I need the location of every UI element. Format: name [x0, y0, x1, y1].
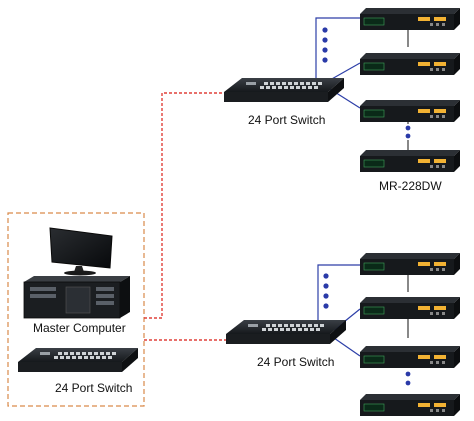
link-top-switch-to-controllers	[315, 17, 360, 80]
server-icon	[23, 276, 130, 319]
controller-icon	[359, 393, 461, 417]
link-bottom-switch-to-controllers	[317, 264, 360, 330]
ellipsis-dots-bottom-chain	[405, 371, 411, 386]
top-switch-label: 24 Port Switch	[248, 113, 325, 127]
ellipsis-dots-top	[322, 27, 328, 63]
local-switch-icon	[18, 348, 138, 372]
controller-icon	[359, 52, 461, 76]
master-group-frame	[7, 212, 145, 407]
controller-icon	[359, 345, 461, 369]
bottom-switch-icon	[226, 320, 346, 344]
local-switch-label: 24 Port Switch	[55, 381, 132, 395]
bottom-switch-label: 24 Port Switch	[257, 355, 334, 369]
link-top-switch-to-controller-2	[329, 62, 361, 81]
link-bottom-switch-to-controller-3	[333, 337, 361, 357]
controller-icon	[359, 252, 461, 276]
master-computer-label: Master Computer	[33, 321, 126, 335]
controller-icon	[359, 149, 461, 173]
top-switch-icon	[224, 78, 344, 102]
ellipsis-dots-top-chain	[405, 125, 411, 139]
controller-icon	[359, 99, 461, 123]
monitor-icon	[49, 227, 113, 276]
ellipsis-dots-bottom	[323, 273, 329, 309]
controller-icon	[359, 7, 461, 31]
controller-icon	[359, 296, 461, 320]
link-master-to-top-switch	[144, 92, 226, 319]
controller-group-label: MR-228DW	[379, 179, 442, 193]
